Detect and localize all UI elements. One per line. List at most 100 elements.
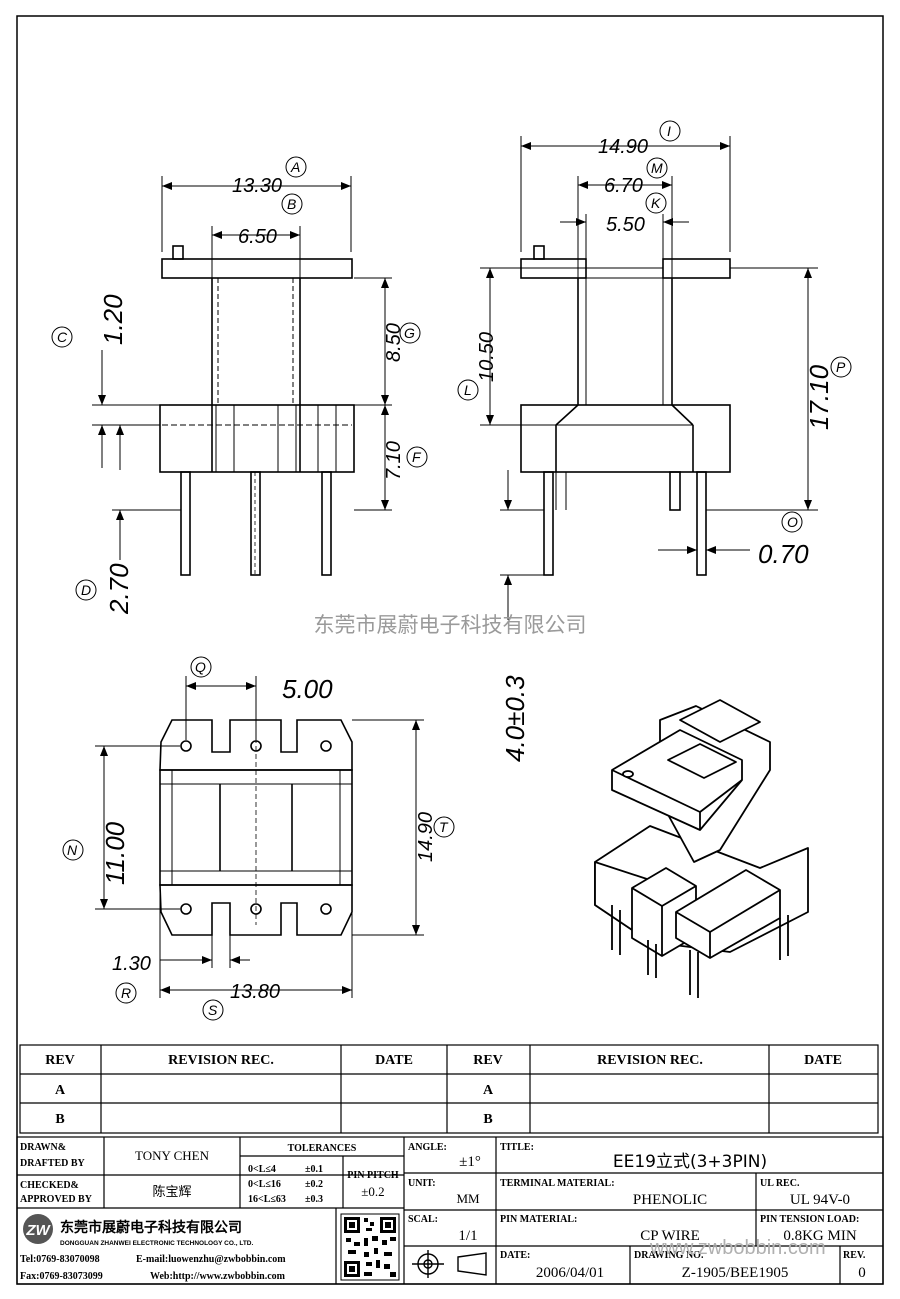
- tag-t: T: [439, 819, 449, 835]
- dim-f: 7.10: [383, 441, 405, 480]
- side-view: [520, 245, 731, 576]
- qr-code: [340, 1213, 400, 1281]
- rev-value: 0: [858, 1265, 866, 1281]
- rev-header-2: REV: [473, 1053, 503, 1068]
- tag-r: R: [121, 985, 131, 1001]
- tag-f: F: [412, 449, 422, 465]
- angle-value: ±1°: [459, 1154, 481, 1170]
- ul-rec-label: UL REC.: [760, 1178, 800, 1189]
- drafted-label: DRAFTED BY: [20, 1158, 86, 1169]
- company-fax: Fax:0769-83073099: [20, 1271, 103, 1282]
- tol-value-2: ±0.2: [305, 1179, 323, 1190]
- date-header-1: DATE: [375, 1053, 413, 1068]
- company-tel: Tel:0769-83070098: [20, 1254, 100, 1265]
- date-header-2: DATE: [804, 1053, 842, 1068]
- pin-material-value: CP WIRE: [640, 1228, 700, 1244]
- company-web: Web:http://www.zwbobbin.com: [150, 1271, 286, 1282]
- pin-tension-label: PIN TENSION LOAD:: [760, 1214, 859, 1225]
- company-name-cn: 东莞市展蔚电子科技有限公司: [60, 1219, 242, 1236]
- angle-label: ANGLE:: [408, 1142, 447, 1153]
- rev-header-1: REV: [45, 1053, 75, 1068]
- revision-table: [19, 1044, 879, 1134]
- tag-q: Q: [195, 659, 206, 675]
- tag-n: N: [67, 842, 78, 858]
- tag-d: D: [81, 582, 91, 598]
- dim-s: 13.80: [230, 981, 280, 1003]
- sheet-border: [16, 15, 884, 1285]
- tolerances-label: TOLERANCES: [288, 1143, 357, 1154]
- tag-b: B: [287, 196, 296, 212]
- tag-p: P: [836, 359, 846, 375]
- revision-table-text: REV REVISION REC. DATE REV REVISION REC.…: [45, 1053, 842, 1127]
- scale-value: 1/1: [458, 1228, 477, 1244]
- company-name-en: DONGGUAN ZHANWEI ELECTRONIC TECHNOLOGY C…: [60, 1240, 254, 1247]
- date-label: DATE:: [500, 1250, 530, 1261]
- drawing-no-label: DRAWING NO.: [634, 1250, 704, 1261]
- date-value: 2006/04/01: [536, 1265, 604, 1281]
- pin-pitch-label: PIN PITCH: [347, 1170, 399, 1181]
- dim-i: 14.90: [598, 136, 648, 158]
- front-view-dims: [92, 176, 392, 560]
- tag-m: M: [651, 160, 663, 176]
- tol-range-3: 16<L≤63: [248, 1194, 286, 1205]
- revision-rec-header-2: REVISION REC.: [597, 1053, 703, 1068]
- pin-tension-value: 0.8KG MIN: [783, 1228, 856, 1244]
- tol-value-1: ±0.1: [305, 1164, 323, 1175]
- drawn-label: DRAWN&: [20, 1142, 66, 1153]
- terminal-material-label: TERMINAL MATERIAL:: [500, 1178, 615, 1189]
- checked-by-value: 陈宝辉: [152, 1184, 191, 1200]
- dim-pin-length: 4.0±0.3: [500, 675, 530, 762]
- web-watermark: www.zwbobbin.com: [649, 1237, 826, 1259]
- tol-range-2: 0<L≤16: [248, 1179, 281, 1190]
- front-view: [159, 245, 355, 576]
- ul-rec-value: UL 94V-0: [790, 1192, 850, 1208]
- dim-a-width: 13.30: [232, 175, 282, 197]
- tag-s: S: [208, 1002, 218, 1018]
- rev-row-b-1: B: [55, 1112, 64, 1127]
- dim-g: 8.50: [383, 323, 405, 362]
- unit-value: MM: [456, 1191, 480, 1206]
- svg-text:ZW: ZW: [25, 1222, 51, 1239]
- isometric-view: [594, 699, 809, 998]
- checked-label: CHECKED&: [20, 1180, 79, 1191]
- dim-r: 1.30: [112, 953, 151, 975]
- bottom-view-dims: [95, 676, 424, 998]
- tag-a: A: [290, 159, 300, 175]
- dim-inner-width: 6.50: [238, 226, 277, 248]
- front-view-labels: 13.30 A B 6.50 C 1.20 8.50 G 7.10 F D 2.…: [51, 156, 428, 615]
- dim-p: 17.10: [804, 364, 834, 430]
- drawing-no-value: Z-1905/BEE1905: [682, 1265, 789, 1281]
- side-view-dims: [480, 136, 818, 620]
- projection-symbol: [412, 1250, 487, 1278]
- tol-value-3: ±0.3: [305, 1194, 323, 1205]
- rev-label: REV.: [843, 1250, 866, 1261]
- title-label: TITLE:: [500, 1142, 534, 1153]
- title-block-text: DRAWN& DRAFTED BY TONY CHEN CHECKED& APP…: [20, 1142, 866, 1282]
- tag-i: I: [667, 123, 671, 139]
- company-logo: ZW: [23, 1214, 53, 1244]
- dim-t: 14.90: [415, 812, 437, 862]
- tag-c: C: [57, 329, 68, 345]
- dim-l: 10.50: [476, 332, 498, 382]
- rev-row-b-2: B: [483, 1112, 492, 1127]
- unit-label: UNIT:: [408, 1178, 436, 1189]
- tag-l: L: [464, 382, 472, 398]
- company-email: E-mail:luowenzhu@zwbobbin.com: [136, 1254, 286, 1265]
- rev-row-a-2: A: [483, 1083, 494, 1098]
- bottom-view-labels: Q 5.00 N 11.00 14.90 T 1.30 R 13.80 S 4.…: [62, 656, 530, 1021]
- dim-q: 5.00: [282, 674, 333, 704]
- dim-c: 1.20: [98, 294, 128, 345]
- tag-g: G: [404, 325, 415, 341]
- tag-k: K: [651, 195, 661, 211]
- scale-label: SCAL:: [408, 1214, 438, 1225]
- pin-material-label: PIN MATERIAL:: [500, 1214, 577, 1225]
- watermark-company: 东莞市展蔚电子科技有限公司: [314, 613, 587, 637]
- drawn-by-value: TONY CHEN: [135, 1148, 210, 1163]
- approved-label: APPROVED BY: [20, 1194, 93, 1205]
- dim-m: 6.70: [604, 175, 643, 197]
- title-block: [16, 1136, 884, 1285]
- tag-o: O: [787, 514, 798, 530]
- pin-pitch-value: ±0.2: [361, 1184, 384, 1199]
- tol-range-1: 0<L≤4: [248, 1164, 276, 1175]
